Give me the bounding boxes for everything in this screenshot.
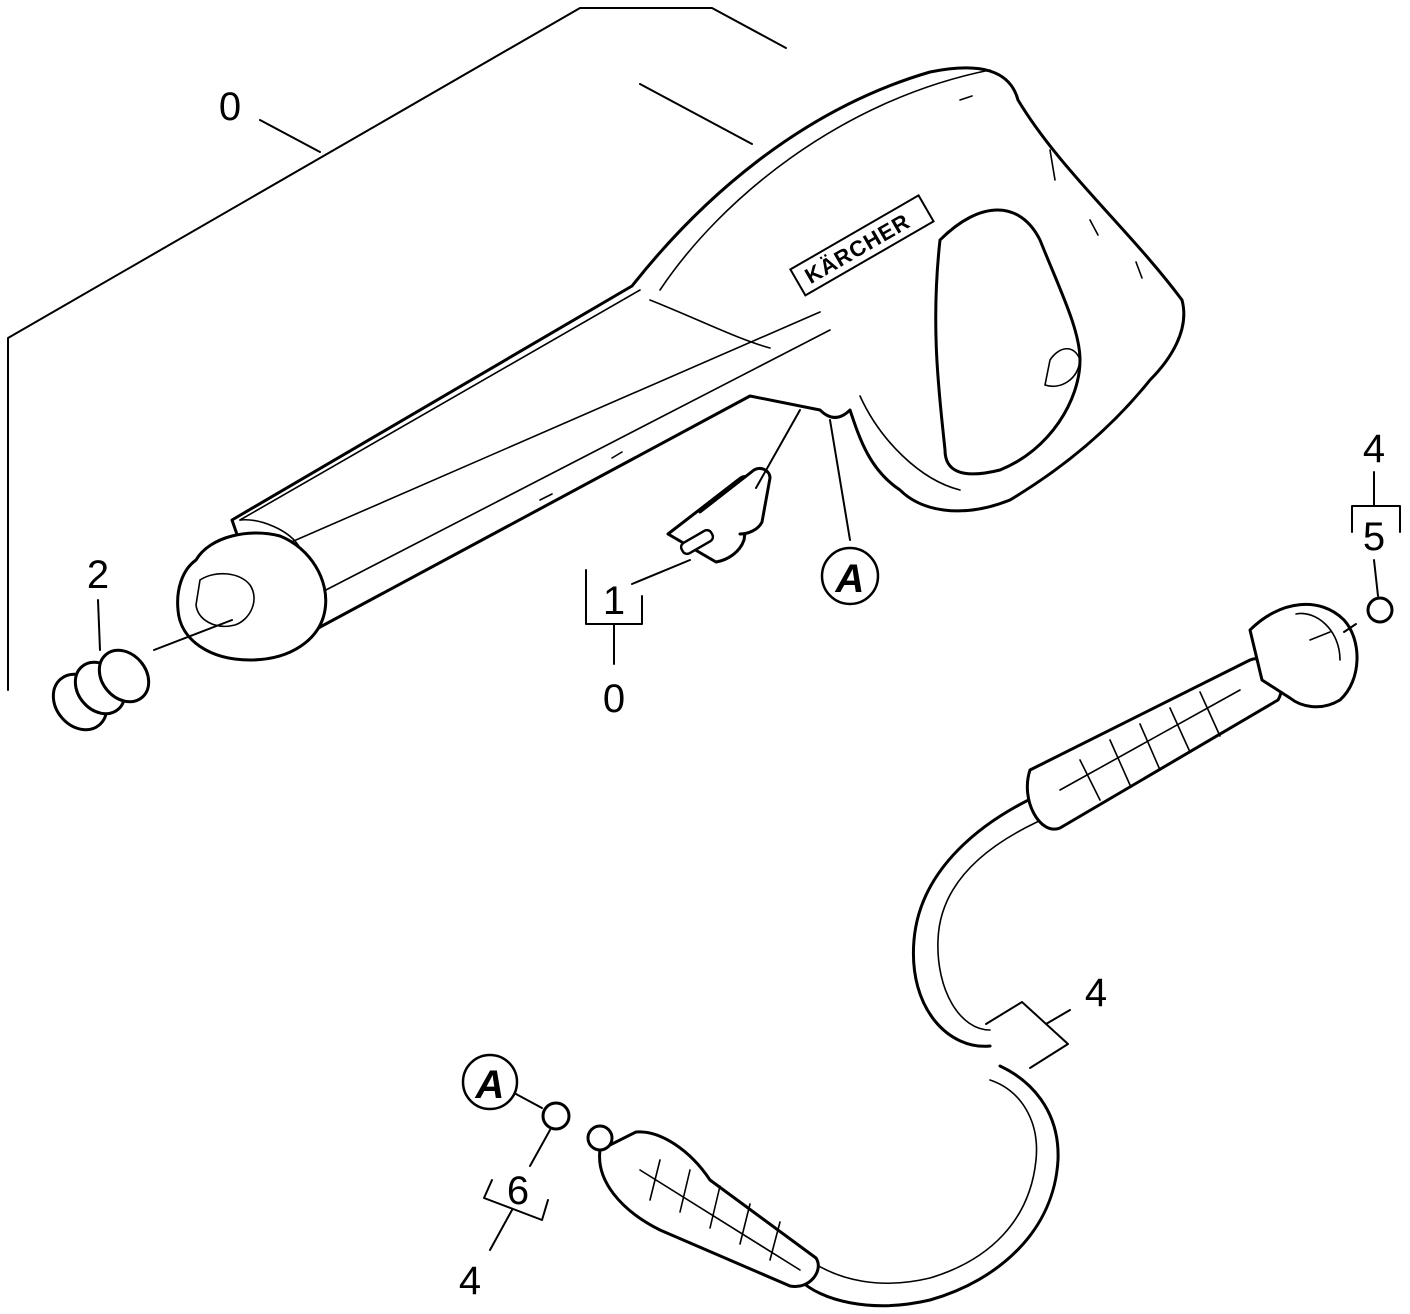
seal-6 (541, 1101, 571, 1131)
marker-a-hose-label: A (475, 1063, 505, 1107)
lower-fitting (598, 1130, 820, 1288)
callout-4-mid: 4 (1085, 971, 1107, 1015)
callout-6: 6 (507, 1169, 529, 1213)
grip-opening (934, 208, 1082, 476)
hose-assembly (586, 602, 1359, 1308)
callout-group-4-5-top: 4 5 (1351, 427, 1401, 597)
marker-a-gun-label: A (835, 557, 865, 601)
callout-group-6-4-bottom: 6 4 (459, 1129, 551, 1303)
callout-5: 5 (1363, 515, 1385, 559)
callout-0-bottom: 0 (603, 677, 625, 721)
connection-marker-a-hose: A (461, 1053, 543, 1111)
callout-group-1: 1 0 (585, 559, 691, 721)
gun-body-outline (230, 66, 1186, 639)
spring-part (51, 619, 233, 732)
callout-0-top: 0 (219, 85, 241, 129)
callout-1: 1 (603, 579, 625, 623)
callout-group-4-mid: 4 (985, 971, 1107, 1069)
hose-tube-upper (911, 788, 1052, 1048)
callout-4-bottom: 4 (459, 1259, 481, 1303)
callout-2: 2 (87, 553, 109, 597)
upper-fitting (1025, 657, 1283, 831)
seal-5 (1343, 596, 1394, 633)
spray-gun (176, 66, 1186, 662)
hose-tube-lower (798, 1064, 1060, 1308)
barrel-front (176, 531, 328, 662)
assembly-bracket-0 (7, 7, 787, 691)
clip-part (666, 409, 801, 564)
callout-4-top: 4 (1363, 427, 1385, 471)
connection-marker-a-gun: A (820, 419, 880, 606)
